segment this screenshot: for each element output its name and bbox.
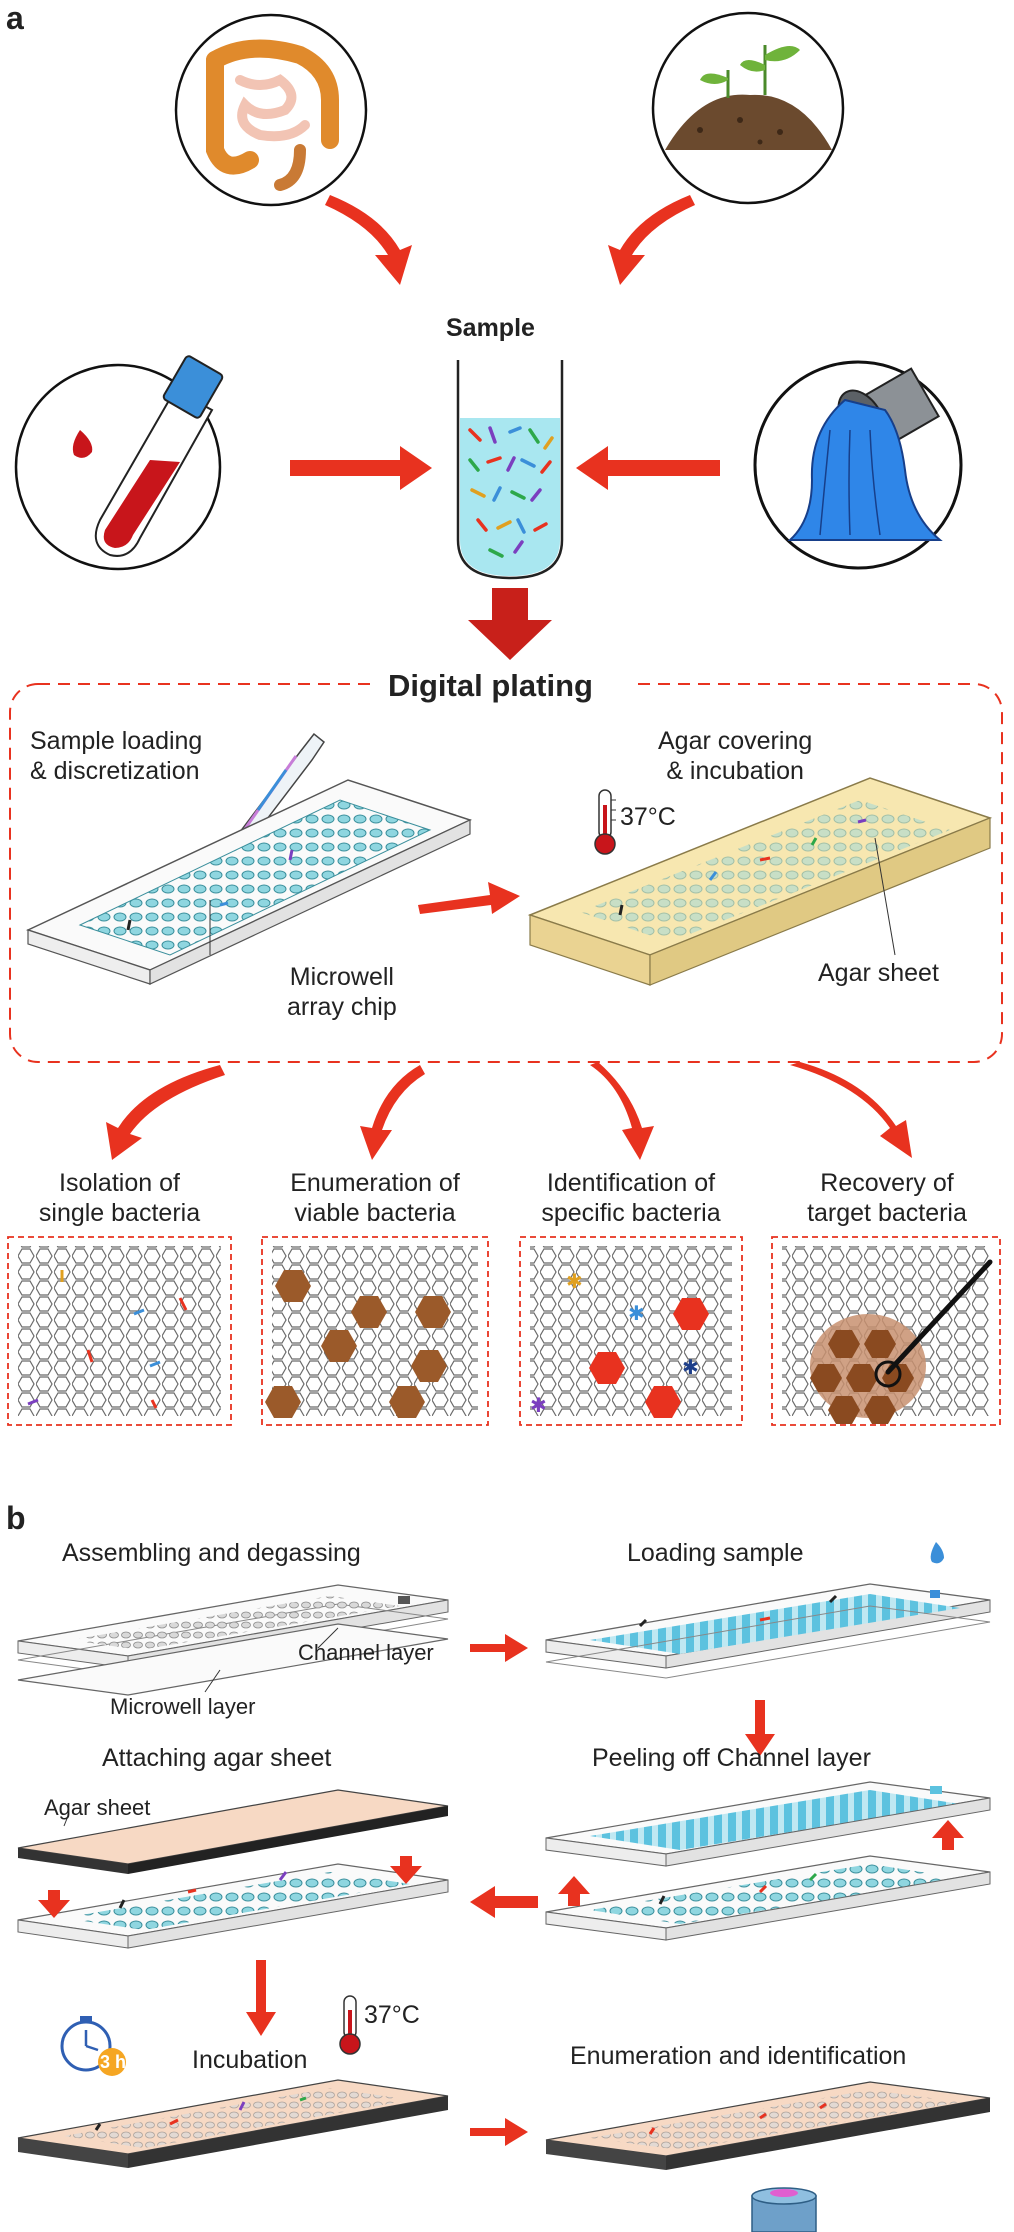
- water-pipe-icon: [753, 360, 963, 570]
- app-box-enumeration: [261, 1236, 489, 1426]
- panel-a-letter: a: [6, 0, 24, 36]
- app-enumeration-label: Enumeration of viable bacteria: [262, 1168, 488, 1228]
- down-arrow: [468, 588, 552, 660]
- step6-title: Enumeration and identification: [570, 2042, 907, 2070]
- blood-tube-icon: [14, 355, 224, 571]
- panel-b-letter: b: [6, 1500, 26, 1536]
- sample-bacteria: [468, 426, 554, 558]
- app-isolation-label: Isolation of single bacteria: [12, 1168, 227, 1228]
- app-box-identification: ✱ ✱ ✱ ✱: [519, 1236, 743, 1426]
- svg-text:✱: ✱: [566, 1269, 583, 1293]
- chip-arrow: [418, 882, 520, 914]
- chip-label: Microwell array chip: [287, 962, 397, 1022]
- app-box-recovery: [771, 1236, 1001, 1426]
- agar-covered-chip: [527, 777, 993, 986]
- temperature-b: 37°C: [364, 2001, 420, 2029]
- timer-icon: [60, 2016, 126, 2076]
- converge-arrows: [290, 195, 720, 490]
- step4-title: Peeling off Channel layer: [592, 1744, 871, 1772]
- channel-layer-label: Channel layer: [298, 1640, 434, 1665]
- time-label: 3 h: [100, 2052, 127, 2072]
- step-loading-label: Sample loading & discretization: [30, 726, 202, 786]
- app-box-isolation: [7, 1236, 232, 1426]
- microwell-array-chip: [25, 779, 473, 985]
- step1-title: Assembling and degassing: [62, 1539, 361, 1567]
- app-identification-line-1: Identification of: [546, 1169, 716, 1197]
- app-identification-label: Identification of specific bacteria: [516, 1168, 746, 1228]
- chip-label-line-2: array chip: [287, 993, 397, 1021]
- step5-title: Incubation: [192, 2046, 308, 2074]
- loaded-chip: [545, 1542, 991, 1679]
- app-identification-line-2: specific bacteria: [541, 1199, 721, 1227]
- incubating-chip: [17, 2079, 449, 2168]
- svg-text:✱: ✱: [628, 1301, 645, 1325]
- step2-title: Loading sample: [627, 1539, 804, 1567]
- chip-label-line-1: Microwell: [289, 963, 394, 991]
- agar-sheet-label: Agar sheet: [818, 959, 939, 987]
- thermometer-icon: [594, 789, 616, 855]
- app-recovery-line-1: Recovery of: [820, 1169, 954, 1197]
- svg-text:✱: ✱: [530, 1393, 547, 1417]
- step-loading-line-1: Sample loading: [30, 727, 203, 755]
- app-enumeration-line-2: viable bacteria: [294, 1199, 456, 1227]
- temperature-a: 37°C: [620, 803, 676, 831]
- app-recovery-label: Recovery of target bacteria: [776, 1168, 998, 1228]
- b-arrow-1: [470, 1634, 528, 1662]
- svg-text:✱: ✱: [682, 1355, 699, 1379]
- b-arrow-5: [470, 2118, 528, 2146]
- b-arrow-3: [470, 1886, 538, 1918]
- intestine-icon: [174, 13, 368, 207]
- step-agar-line-2: & incubation: [666, 757, 804, 785]
- thermometer-icon-b: [339, 1995, 361, 2055]
- agar-attach: [17, 1789, 449, 1949]
- microwell-layer-label: Microwell layer: [110, 1694, 256, 1719]
- step-loading-line-2: & discretization: [30, 757, 200, 785]
- digital-plating-title: Digital plating: [388, 668, 593, 703]
- app-isolation-line-2: single bacteria: [38, 1199, 201, 1227]
- app-enumeration-line-1: Enumeration of: [290, 1169, 460, 1197]
- app-isolation-line-1: Isolation of: [59, 1169, 180, 1197]
- step-agar-line-1: Agar covering: [658, 727, 813, 755]
- peel-channel: [545, 1781, 991, 1941]
- step-agar-label: Agar covering & incubation: [658, 726, 812, 786]
- sample-tube: [456, 360, 564, 580]
- sample-label: Sample: [446, 314, 535, 342]
- enumeration-chip: [545, 2081, 991, 2170]
- agar-sheet-b-label: Agar sheet: [44, 1795, 151, 1820]
- soil-plant-icon: [651, 11, 845, 205]
- objective-lens-icon: [751, 2187, 817, 2232]
- b-arrow-4: [246, 1960, 276, 2036]
- assembled-chip: [17, 1584, 449, 1696]
- application-arrows: [106, 1062, 912, 1160]
- step3-title: Attaching agar sheet: [102, 1744, 332, 1772]
- b-arrow-2: [745, 1700, 775, 1756]
- app-recovery-line-2: target bacteria: [807, 1199, 967, 1227]
